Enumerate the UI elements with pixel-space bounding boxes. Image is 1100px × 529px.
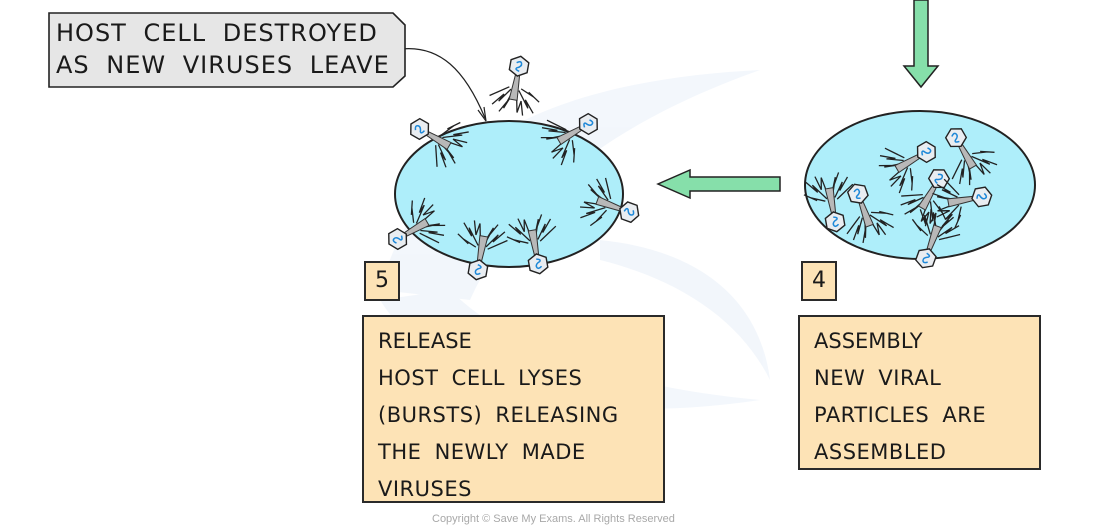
callout-box: HOST CELL DESTROYED AS NEW VIRUSES LEAVE <box>48 12 406 88</box>
step-text-line: PARTICLES ARE <box>814 403 987 427</box>
step-text-line: HOST CELL LYSES <box>378 366 583 390</box>
step-number-badge: 5 <box>364 261 400 301</box>
callout-line: AS NEW VIRUSES LEAVE <box>56 51 390 79</box>
step-text-line: THE NEWLY MADE <box>378 440 586 464</box>
step-title: ASSEMBLY <box>814 329 923 353</box>
step-text-line: NEW VIRAL <box>814 366 942 390</box>
callout-shape <box>48 12 406 88</box>
step-text-line: VIRUSES <box>378 477 472 501</box>
arrow-down-icon <box>902 0 940 89</box>
step-text-line: (BURSTS) RELEASING <box>378 403 619 427</box>
host-cell-assembly <box>800 110 1036 277</box>
bacteriophage-icon <box>486 51 548 119</box>
callout-leader-line <box>394 45 487 122</box>
copyright-text: Copyright © Save My Exams. All Rights Re… <box>432 513 675 525</box>
callout-line: HOST CELL DESTROYED <box>56 19 378 47</box>
step-text-line: ASSEMBLED <box>814 440 947 464</box>
step-number-badge: 4 <box>801 261 837 301</box>
arrow-left-icon <box>656 168 781 200</box>
step-description-box: RELEASE HOST CELL LYSES (BURSTS) RELEASI… <box>362 315 665 503</box>
step-description-box: ASSEMBLY NEW VIRAL PARTICLES ARE ASSEMBL… <box>798 315 1041 470</box>
host-cell-bursting <box>394 120 624 268</box>
step-title: RELEASE <box>378 329 472 353</box>
